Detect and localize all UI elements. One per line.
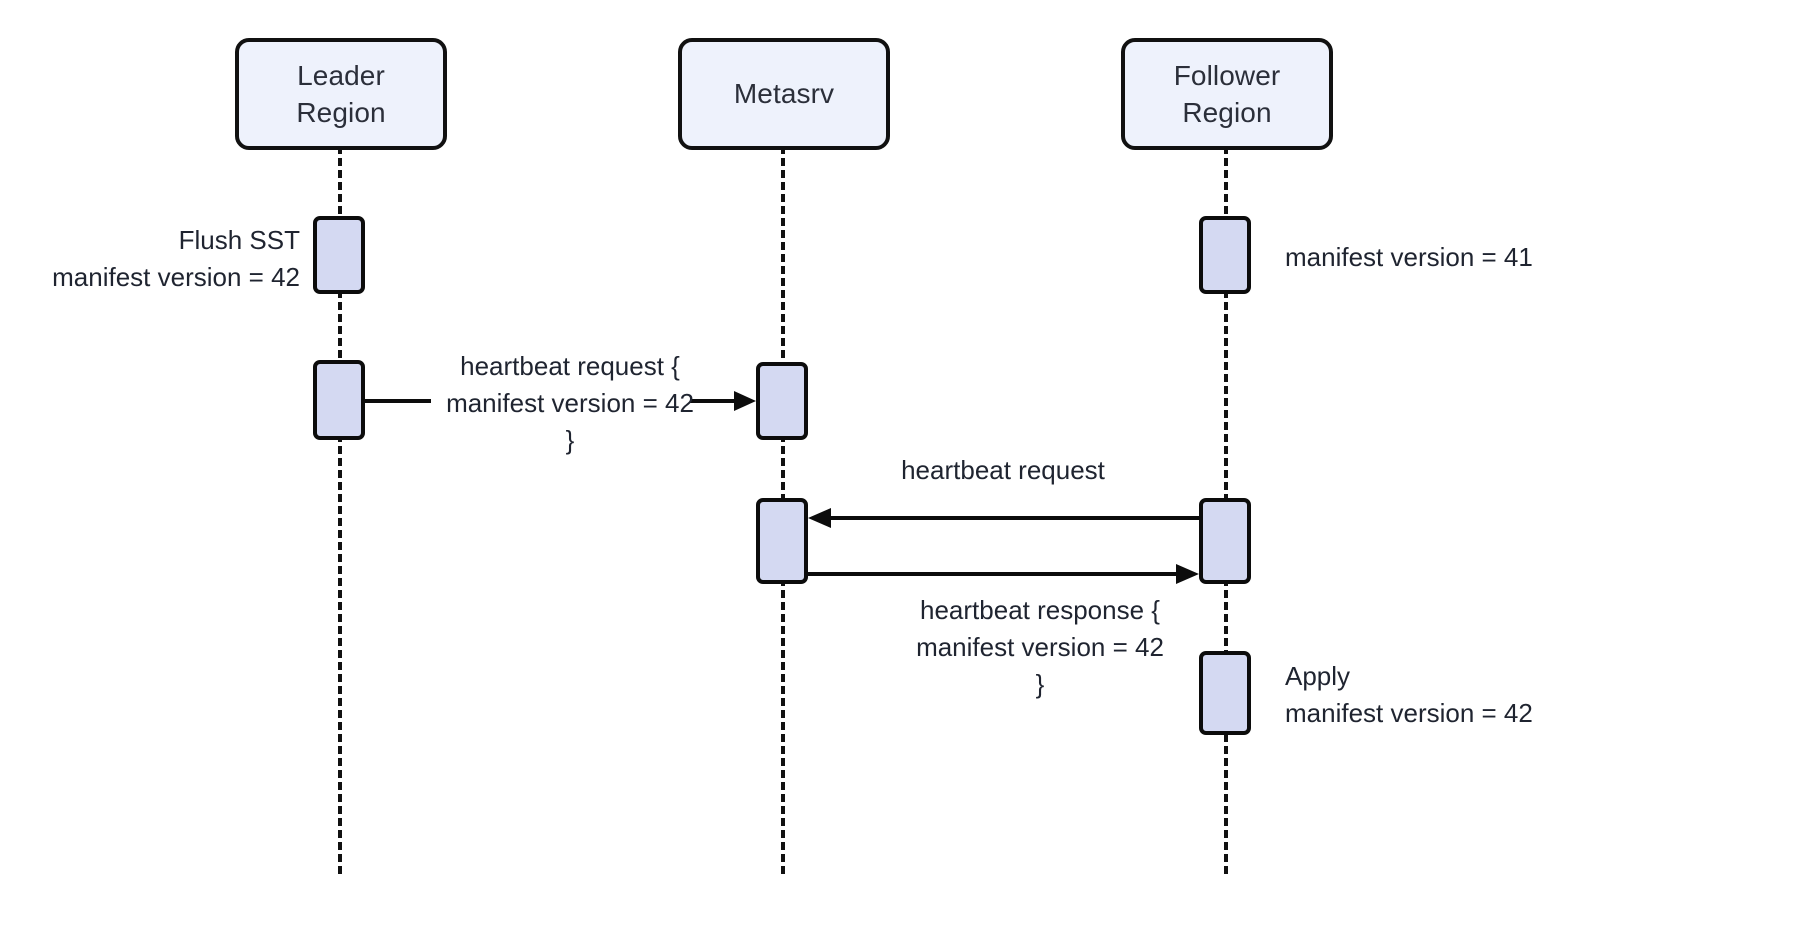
message-label-heartbeat-request-follower: heartbeat request: [901, 455, 1105, 485]
note-flush-sst: Flush SST manifest version = 42: [52, 225, 300, 292]
participant-metasrv[interactable]: Metasrv: [678, 38, 890, 150]
arrow-follower-to-metasrv[interactable]: [808, 503, 1199, 533]
note-apply-manifest-version: Apply manifest version = 42: [1285, 661, 1533, 728]
participant-follower-region-label: Follower Region: [1173, 59, 1281, 128]
arrow-leader-to-metasrv[interactable]: [365, 386, 757, 416]
message-label-heartbeat-request-leader: heartbeat request { manifest version = 4…: [446, 351, 694, 455]
message-label-heartbeat-response: heartbeat response { manifest version = …: [916, 595, 1164, 699]
arrow-follower-to-metasrv-head: [808, 508, 831, 528]
activation-metasrv-heartbeat[interactable]: [756, 362, 808, 440]
activation-metasrv-follower-exchange[interactable]: [756, 498, 808, 584]
activation-leader-heartbeat[interactable]: [313, 360, 365, 440]
arrow-metasrv-to-follower[interactable]: [808, 559, 1199, 589]
participant-follower-region[interactable]: Follower Region: [1121, 38, 1333, 150]
participant-metasrv-label: Metasrv: [733, 78, 835, 110]
participant-leader-region-label: Leader Region: [296, 59, 386, 128]
activation-follower-version[interactable]: [1199, 216, 1251, 294]
activation-leader-flush[interactable]: [313, 216, 365, 294]
participant-leader-region[interactable]: Leader Region: [235, 38, 447, 150]
arrow-leader-to-metasrv-head: [734, 391, 756, 411]
activation-follower-apply[interactable]: [1199, 651, 1251, 735]
arrow-metasrv-to-follower-head: [1176, 564, 1199, 584]
lifeline-leader: [338, 146, 342, 874]
activation-follower-exchange[interactable]: [1199, 498, 1251, 584]
note-follower-manifest-version: manifest version = 41: [1285, 242, 1533, 272]
